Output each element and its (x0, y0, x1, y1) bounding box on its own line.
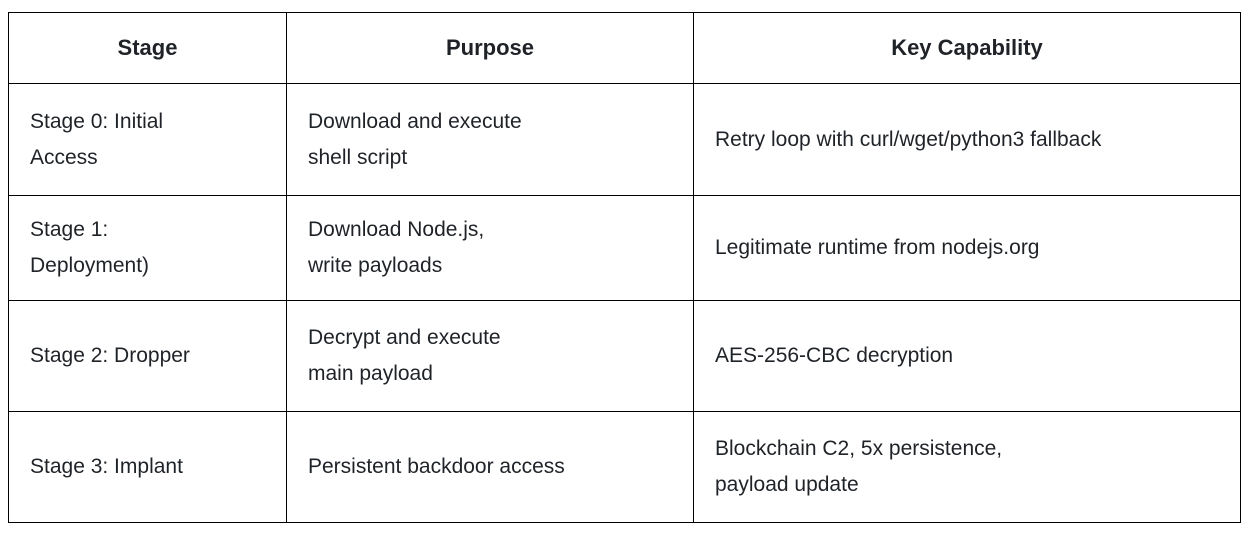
cell-capability: Legitimate runtime from nodejs.org (693, 195, 1241, 301)
cell-purpose: Persistent backdoor access (286, 411, 694, 523)
table-body: Stage 0: Initial Access Download and exe… (8, 83, 1241, 523)
column-header-purpose: Purpose (286, 12, 694, 84)
table-header: Stage Purpose Key Capability (8, 12, 1241, 84)
malware-stages-table: Stage Purpose Key Capability Stage 0: In… (8, 12, 1241, 523)
column-header-key-capability: Key Capability (693, 12, 1241, 84)
table-row-stage-3: Stage 3: Implant Persistent backdoor acc… (8, 411, 1241, 523)
cell-capability: Blockchain C2, 5x persistence, payload u… (693, 411, 1241, 523)
cell-capability: AES-256-CBC decryption (693, 300, 1241, 412)
cell-stage: Stage 3: Implant (8, 411, 287, 523)
column-header-stage: Stage (8, 12, 287, 84)
cell-purpose: Download and execute shell script (286, 83, 694, 196)
cell-stage: Stage 2: Dropper (8, 300, 287, 412)
table-row-stage-2: Stage 2: Dropper Decrypt and execute mai… (8, 300, 1241, 412)
table-row-stage-1: Stage 1: Deployment) Download Node.js, w… (8, 195, 1241, 301)
cell-stage: Stage 1: Deployment) (8, 195, 287, 301)
table-row-stage-0: Stage 0: Initial Access Download and exe… (8, 83, 1241, 196)
cell-purpose: Decrypt and execute main payload (286, 300, 694, 412)
header-row: Stage Purpose Key Capability (8, 12, 1241, 84)
cell-capability: Retry loop with curl/wget/python3 fallba… (693, 83, 1241, 196)
cell-purpose: Download Node.js, write payloads (286, 195, 694, 301)
cell-stage: Stage 0: Initial Access (8, 83, 287, 196)
